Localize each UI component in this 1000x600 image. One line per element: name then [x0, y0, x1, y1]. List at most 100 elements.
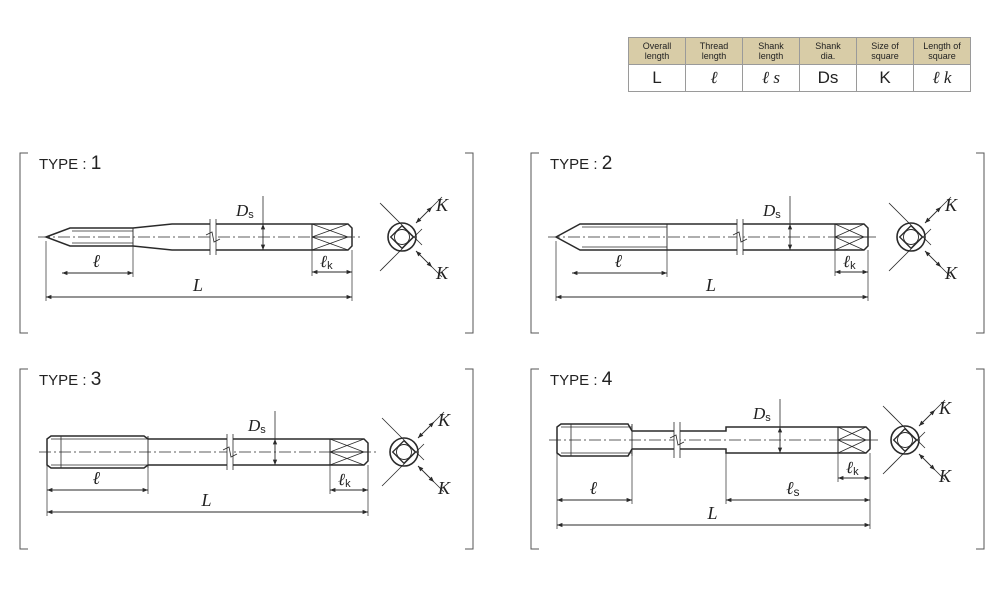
k-label-lower: K	[437, 478, 451, 498]
shank-length-label: ℓs	[786, 478, 800, 499]
frame-bracket-left	[530, 368, 539, 550]
break-zigzag	[222, 446, 238, 458]
thread-length-label: ℓ	[590, 478, 598, 498]
end-view-ext-line	[379, 202, 423, 246]
k-label-upper: K	[437, 410, 451, 430]
k-leader-lower	[431, 266, 443, 278]
overall-length-label: L	[707, 503, 718, 523]
legend-symbol-size-of-square: K	[856, 64, 914, 92]
end-view-outer-circle	[890, 425, 920, 455]
break-zigzag	[669, 434, 685, 446]
overall-length-label: L	[705, 275, 716, 295]
k-label-upper: K	[435, 195, 449, 215]
end-view-square	[898, 224, 924, 250]
end-view-outer-circle	[896, 222, 926, 252]
legend-symbol-thread-length: ℓ	[685, 64, 743, 92]
end-view-inner-circle	[394, 229, 410, 245]
square-x-line	[329, 451, 365, 466]
k-leader-upper	[934, 399, 946, 411]
frame-bracket-left	[19, 152, 28, 334]
end-view-inner-circle	[396, 444, 412, 460]
type-title: TYPE : 2	[550, 153, 612, 174]
k-label-lower: K	[944, 263, 958, 283]
frame-bracket-left	[530, 152, 539, 334]
frame-bracket-right	[976, 368, 985, 550]
square-x-line	[311, 236, 349, 251]
frame-bracket-right	[465, 152, 474, 334]
square-x-line	[837, 439, 867, 454]
break-zigzag	[205, 231, 221, 243]
end-view-square	[892, 427, 918, 453]
k-label-lower: K	[435, 263, 449, 283]
k-dim-lower	[924, 250, 942, 268]
end-view-square	[391, 439, 417, 465]
type-title: TYPE : 4	[550, 369, 613, 390]
end-view-ext-line	[888, 228, 932, 272]
k-dim-upper	[918, 409, 936, 427]
square-x-line	[834, 236, 865, 251]
square-x-line	[837, 426, 867, 441]
k-leader-upper	[431, 196, 443, 208]
end-view-square	[389, 224, 415, 250]
square-x-line	[834, 223, 865, 238]
type-title: TYPE : 3	[39, 369, 101, 390]
legend-symbol-length-of-square: ℓ k	[913, 64, 971, 92]
k-label-upper: K	[944, 195, 958, 215]
frame-bracket-left	[19, 368, 28, 550]
end-view-inner-circle	[897, 432, 913, 448]
legend-symbol-overall-length: L	[628, 64, 686, 92]
break-zigzag	[732, 231, 748, 243]
legend-symbol-row: L ℓ ℓ s Ds K ℓ k	[628, 64, 971, 92]
frame-bracket-right	[976, 152, 985, 334]
end-view-outer-circle	[389, 437, 419, 467]
end-view-ext-line	[882, 405, 926, 449]
k-leader-lower	[934, 469, 946, 481]
legend-symbol-shank-dia: Ds	[799, 64, 857, 92]
legend-symbol-shank-length: ℓ s	[742, 64, 800, 92]
end-view-inner-circle	[903, 229, 919, 245]
k-leader-upper	[940, 196, 952, 208]
ds-label: Ds	[752, 404, 771, 424]
overall-length-label: L	[201, 490, 212, 510]
k-dim-upper	[415, 206, 433, 224]
end-view-ext-line	[882, 431, 926, 475]
frame-bracket-right	[465, 368, 474, 550]
k-dim-lower	[415, 250, 433, 268]
k-leader-lower	[940, 266, 952, 278]
k-label-lower: K	[938, 466, 952, 486]
end-view-ext-line	[888, 202, 932, 246]
end-view-ext-line	[381, 443, 425, 487]
overall-length-label: L	[192, 275, 203, 295]
k-label-upper: K	[938, 398, 952, 418]
k-leader-upper	[433, 411, 445, 423]
ds-label: Ds	[762, 201, 781, 221]
end-view-outer-circle	[387, 222, 417, 252]
square-length-label: ℓk	[843, 252, 856, 272]
thread-length-label: ℓ	[615, 251, 623, 271]
square-length-label: ℓk	[338, 470, 351, 490]
k-leader-lower	[433, 481, 445, 493]
square-x-line	[329, 438, 365, 453]
k-dim-lower	[918, 453, 936, 471]
end-view-ext-line	[381, 417, 425, 461]
square-length-label: ℓk	[320, 252, 333, 272]
ds-label: Ds	[247, 416, 266, 436]
k-dim-upper	[417, 421, 435, 439]
square-length-label: ℓk	[846, 458, 859, 478]
end-view-ext-line	[379, 228, 423, 272]
thread-length-label: ℓ	[93, 468, 101, 488]
ds-label: Ds	[235, 201, 254, 221]
